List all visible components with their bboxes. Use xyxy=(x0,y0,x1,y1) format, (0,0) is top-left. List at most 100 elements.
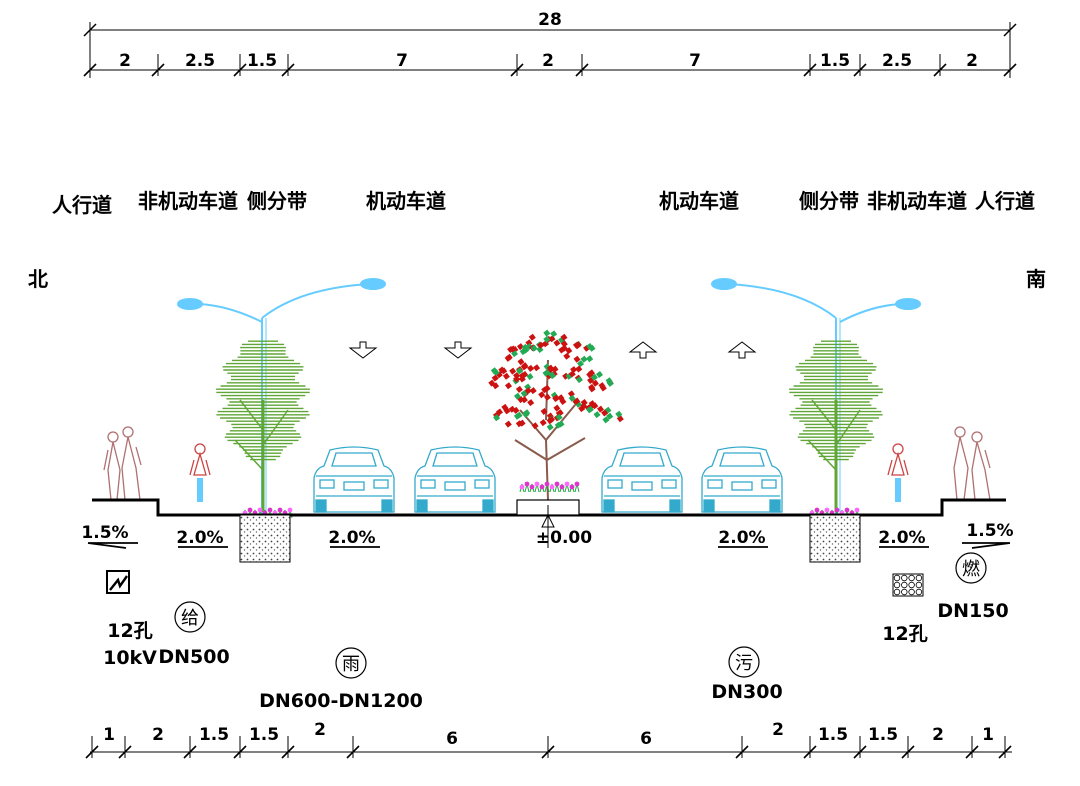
gas-icon xyxy=(955,552,987,584)
rain-size-label: DN600-DN1200 xyxy=(259,690,423,712)
zone-label-side-divider-south: 侧分带 xyxy=(799,189,859,213)
slope-marks: 1.5% 2.0% 2.0% 2.0% 2.0% 1.5% xyxy=(81,521,1014,549)
rain-drain-icon xyxy=(335,647,367,679)
bottom-dim-tick xyxy=(233,736,247,759)
median-tree xyxy=(488,329,624,501)
top-dim-tick xyxy=(803,54,817,77)
utility-sewage: 污 DN300 xyxy=(711,646,783,703)
slope-motor-south: 2.0% xyxy=(718,528,765,548)
bottom-dim-6: 6 xyxy=(446,729,458,749)
cyclist-south xyxy=(887,443,909,502)
pedestrians-south xyxy=(953,426,991,501)
traffic-direction-arrows xyxy=(348,341,757,359)
bottom-dim-3: 1.5 xyxy=(199,725,229,745)
cyclist-north xyxy=(189,443,211,502)
direction-south-label: 南 xyxy=(1026,267,1046,291)
telecom-duct-icon xyxy=(892,573,924,597)
arrow-up-icon xyxy=(727,341,757,359)
top-dim-7: 1.5 xyxy=(820,51,850,71)
slope-bike-south: 2.0% xyxy=(878,528,925,548)
zone-label-motor-lane-south: 机动车道 xyxy=(659,189,739,213)
bottom-dim-tick xyxy=(183,736,197,759)
top-dim-9: 2 xyxy=(966,51,978,71)
bottom-dim-12: 1 xyxy=(982,725,994,745)
bottom-dim-11: 2 xyxy=(932,725,944,745)
bottom-dim-tick xyxy=(346,736,360,759)
bottom-dim-10: 1.5 xyxy=(868,725,898,745)
car-north-2 xyxy=(414,446,496,513)
vehicles xyxy=(313,446,783,513)
bottom-dim-tick xyxy=(541,736,555,759)
slope-sidewalk-north: 1.5% xyxy=(81,523,128,543)
bottom-dim-tick xyxy=(281,736,295,759)
planter-pits xyxy=(239,514,861,563)
water-symbol: 给 xyxy=(181,608,199,629)
top-dim-tick xyxy=(575,54,589,77)
bottom-dim-tick xyxy=(998,736,1012,759)
water-size-label: DN500 xyxy=(158,646,229,668)
utility-power: 12孔 10kV xyxy=(103,570,157,669)
street-lamp-north xyxy=(177,278,386,515)
zone-label-sidewalk-south: 人行道 xyxy=(975,189,1035,213)
bottom-dim-1: 1 xyxy=(103,725,115,745)
bottom-dim-tick xyxy=(803,736,817,759)
zone-labels: 人行道 非机动车道 侧分带 机动车道 机动车道 侧分带 非机动车道 人行道 北 … xyxy=(28,189,1046,291)
bottom-dim-7: 6 xyxy=(640,729,652,749)
bottom-dim-tick xyxy=(118,736,132,759)
arrow-down-icon xyxy=(348,341,378,359)
zone-label-side-divider-north: 侧分带 xyxy=(247,189,307,213)
arrow-down-icon xyxy=(443,341,473,359)
zone-label-sidewalk-north: 人行道 xyxy=(52,193,112,217)
utility-gas: 燃 DN150 xyxy=(937,552,1009,622)
elevation-label: ±0.00 xyxy=(536,528,592,548)
utility-rain: 雨 DN600-DN1200 xyxy=(259,647,423,712)
slope-sidewalk-south: 1.5% xyxy=(966,521,1013,541)
elevation-mark: ±0.00 xyxy=(536,505,592,548)
car-south-2 xyxy=(701,446,783,513)
bottom-dim-tick xyxy=(965,736,979,759)
sewage-size-label: DN300 xyxy=(711,681,782,703)
direction-north-label: 北 xyxy=(28,267,48,291)
road-surface-profile xyxy=(92,498,1006,517)
zone-label-bike-lane-south: 非机动车道 xyxy=(867,189,967,213)
zone-label-bike-lane-north: 非机动车道 xyxy=(138,189,238,213)
street-lamp-south xyxy=(711,278,921,515)
bottom-dim-8: 2 xyxy=(772,720,784,740)
top-dim-2: 2.5 xyxy=(185,51,215,71)
top-dim-tick xyxy=(83,54,97,77)
top-dimension-chain: 28 2 2.5 1.5 7 2 7 1.5 2.5 2 xyxy=(83,10,1017,78)
tree-north xyxy=(216,340,310,512)
bottom-dim-5: 2 xyxy=(314,720,326,740)
top-dim-4: 7 xyxy=(396,51,408,71)
top-dim-tick xyxy=(933,54,947,77)
bottom-dim-tick xyxy=(853,736,867,759)
telecom-holes-label: 12孔 xyxy=(882,623,927,645)
utility-water: 给 DN500 xyxy=(158,601,230,668)
tree-south xyxy=(789,340,883,512)
top-dim-tick xyxy=(1003,54,1017,77)
zone-label-motor-lane-north: 机动车道 xyxy=(366,189,446,213)
water-supply-icon xyxy=(174,601,206,633)
car-south-1 xyxy=(601,446,683,513)
top-dim-tick xyxy=(853,54,867,77)
bottom-dim-tick xyxy=(85,736,99,759)
top-dim-1: 2 xyxy=(119,51,131,71)
power-voltage-label: 10kV xyxy=(103,647,157,669)
bottom-dim-tick xyxy=(735,736,749,759)
bottom-dim-2: 2 xyxy=(152,725,164,745)
top-dim-3: 1.5 xyxy=(247,51,277,71)
top-dim-6: 7 xyxy=(689,51,701,71)
rain-symbol: 雨 xyxy=(342,654,360,675)
sewage-icon xyxy=(728,646,760,678)
top-dim-tick xyxy=(233,54,247,77)
overall-width-label: 28 xyxy=(538,10,562,30)
top-dim-tick xyxy=(510,54,524,77)
arrow-up-icon xyxy=(628,341,658,359)
bottom-dimension-chain: 1 2 1.5 1.5 2 6 6 2 1.5 1.5 2 1 xyxy=(85,720,1012,759)
bottom-dim-4: 1.5 xyxy=(249,725,279,745)
slope-motor-north: 2.0% xyxy=(328,528,375,548)
power-holes-label: 12孔 xyxy=(107,620,152,642)
gas-symbol: 燃 xyxy=(962,559,980,580)
slope-bike-north: 2.0% xyxy=(176,528,223,548)
